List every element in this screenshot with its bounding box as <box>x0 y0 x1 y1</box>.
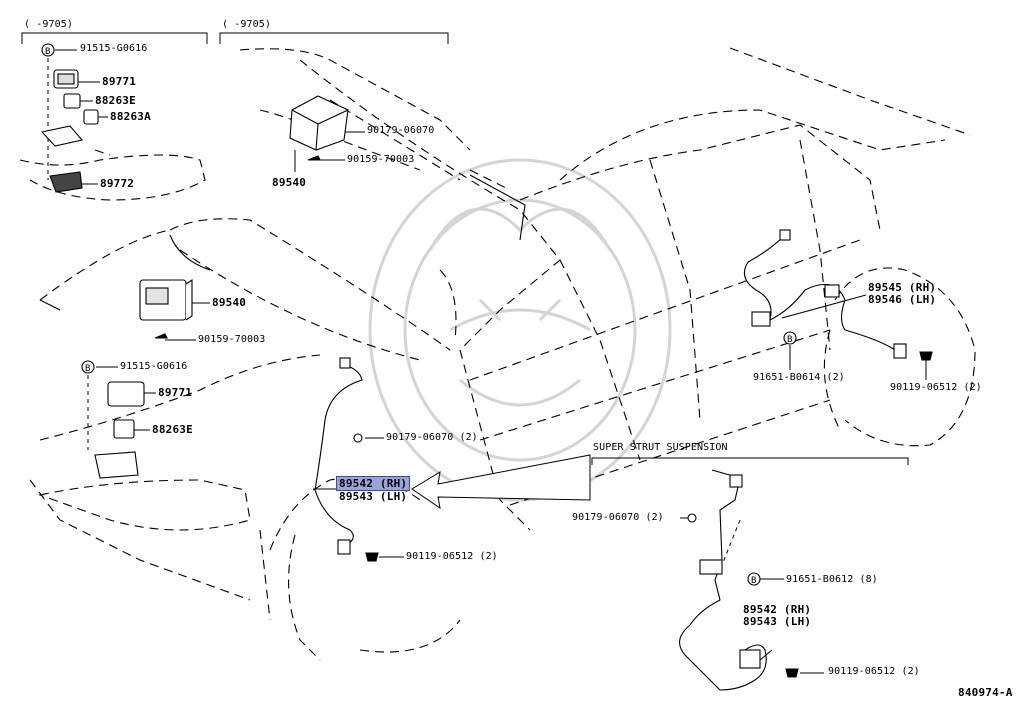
part-label-91651-rear[interactable]: 91651-B0614 (2) <box>753 372 845 383</box>
car-body-outline <box>19 47 976 661</box>
relay-icon <box>63 93 81 109</box>
part-label-89771-mid[interactable]: 89771 <box>158 386 193 399</box>
component-shapes: B B B B <box>40 43 933 691</box>
part-label-90119-front[interactable]: 90119-06512 (2) <box>406 551 498 562</box>
part-label-89545-rear[interactable]: 89545 (RH) <box>868 281 937 294</box>
part-label-89771-top[interactable]: 89771 <box>102 75 137 88</box>
part-label-89542-highlighted[interactable]: 89542 (RH) <box>335 476 411 491</box>
part-label-89543-front[interactable]: 89543 (LH) <box>339 490 408 503</box>
part-label-91651-strut[interactable]: 91651-B0612 (8) <box>786 574 878 585</box>
ecu-module-icon <box>289 95 349 151</box>
part-label-89540-top[interactable]: 89540 <box>272 176 307 189</box>
wheel-speed-sensor-icon <box>679 469 767 691</box>
section-title-super-strut: SUPER STRUT SUSPENSION <box>593 442 728 453</box>
header-bracket-left-label: ( -9705) <box>24 19 73 30</box>
wheel-speed-sensor-icon <box>743 229 907 359</box>
callout-arrow <box>411 454 591 510</box>
part-label-91515-top[interactable]: 91515-G0616 <box>80 43 148 54</box>
part-label-91515-mid[interactable]: 91515-G0616 <box>120 361 188 372</box>
svg-text:B: B <box>85 364 90 374</box>
ecu-module-icon <box>139 278 193 321</box>
svg-text:B: B <box>787 335 792 345</box>
part-label-89542-strut[interactable]: 89542 (RH) <box>743 603 812 616</box>
part-label-90159-mid[interactable]: 90159-70003 <box>198 334 266 345</box>
svg-text:B: B <box>45 47 50 57</box>
bolt-symbol-icon: B <box>41 43 55 57</box>
bolt-symbol-icon: B <box>747 572 761 586</box>
part-label-90179-front[interactable]: 90179-06070 (2) <box>386 432 478 443</box>
svg-text:B: B <box>751 576 756 586</box>
bolt-symbol-icon: B <box>81 360 95 374</box>
relay-icon <box>83 109 99 125</box>
part-label-89543-strut[interactable]: 89543 (LH) <box>743 615 812 628</box>
part-label-88263a[interactable]: 88263A <box>110 110 151 123</box>
leader-lines <box>47 49 927 674</box>
part-label-89540-mid[interactable]: 89540 <box>212 296 247 309</box>
diagram-code: 840974-A <box>958 686 1013 699</box>
relay-icon <box>107 381 145 407</box>
part-label-89772[interactable]: 89772 <box>100 177 135 190</box>
part-label-90179-strut[interactable]: 90179-06070 (2) <box>572 512 664 523</box>
part-label-90119-strut[interactable]: 90119-06512 (2) <box>828 666 920 677</box>
relay-icon <box>53 69 79 89</box>
part-label-88263e-mid[interactable]: 88263E <box>152 423 193 436</box>
relay-icon <box>113 419 135 439</box>
part-label-88263e-top[interactable]: 88263E <box>95 94 136 107</box>
part-label-90179-top[interactable]: 90179-06070 <box>367 125 435 136</box>
part-label-89546-rear[interactable]: 89546 (LH) <box>868 293 937 306</box>
bolt-symbol-icon: B <box>783 331 797 345</box>
part-label-90159-top[interactable]: 90159-70003 <box>347 154 415 165</box>
part-label-90119-rear[interactable]: 90119-06512 (2) <box>890 382 982 393</box>
car-body-solid-lines <box>39 174 526 311</box>
header-bracket-mid-label: ( -9705) <box>222 19 271 30</box>
header-bracket-lines <box>21 32 909 465</box>
wheel-speed-sensor-icon <box>314 357 363 555</box>
wheel-speed-sensor-icon <box>49 171 83 193</box>
